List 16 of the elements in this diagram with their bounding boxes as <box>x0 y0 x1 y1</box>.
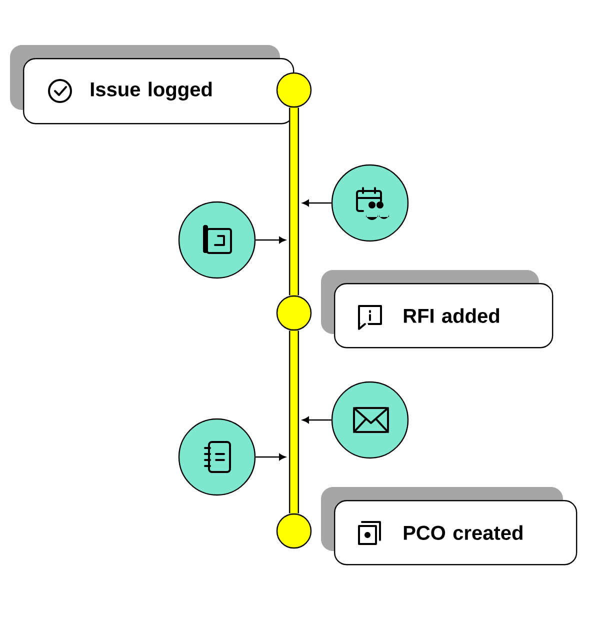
timeline-dot <box>276 513 312 549</box>
connector <box>289 108 299 296</box>
connector <box>256 236 286 244</box>
connector <box>302 416 332 424</box>
timeline-dot <box>276 72 312 108</box>
event-box: PCO created <box>334 500 578 566</box>
connector <box>302 200 332 206</box>
connector <box>256 454 286 460</box>
event-box: Issue logged <box>23 58 294 124</box>
connector <box>289 330 299 514</box>
event-box: RFI added <box>334 283 554 348</box>
icon-circle <box>331 381 409 459</box>
timeline-dot <box>276 295 312 331</box>
icon-circle <box>331 164 409 242</box>
icon-circle <box>178 201 256 279</box>
icon-circle <box>178 418 256 496</box>
